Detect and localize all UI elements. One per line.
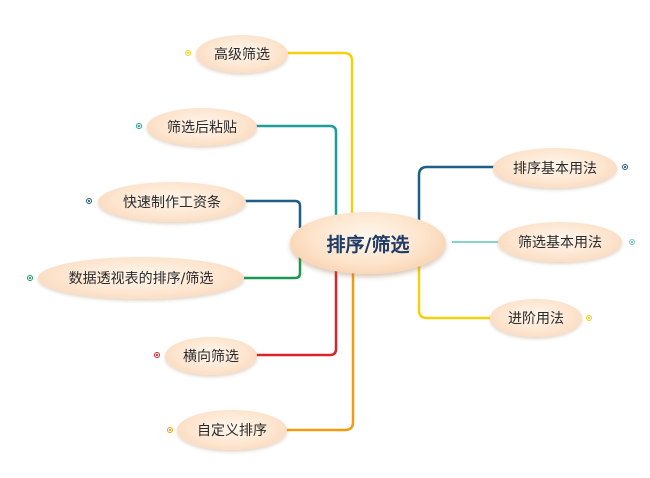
topic-horizontal-filter[interactable]: 横向筛选 <box>165 337 257 375</box>
topic-label: 横向筛选 <box>183 349 239 365</box>
expand-toggle-icon[interactable] <box>185 50 191 56</box>
connector-gaoji <box>285 51 354 235</box>
connector-shaixuanhou <box>254 124 338 235</box>
topic-label: 快速制作工资条 <box>123 195 221 211</box>
topic-pivot-sort-filter[interactable]: 数据透视表的排序/筛选 <box>38 257 244 299</box>
topic-label: 进阶用法 <box>508 311 564 327</box>
connector-toushibiao <box>243 255 302 280</box>
connector-hengxiang <box>254 262 338 357</box>
expand-toggle-icon[interactable] <box>167 427 173 433</box>
topic-paste-after-filter[interactable]: 筛选后粘贴 <box>147 108 257 146</box>
topic-quick-payroll-slip[interactable]: 快速制作工资条 <box>98 182 246 222</box>
central-topic-label: 排序/筛选 <box>326 233 410 256</box>
expand-toggle-icon[interactable] <box>27 275 33 281</box>
expand-toggle-icon[interactable] <box>586 315 592 321</box>
expand-toggle-icon[interactable] <box>154 352 160 358</box>
topic-advanced-usage[interactable]: 进阶用法 <box>490 299 582 337</box>
topic-label: 筛选基本用法 <box>518 235 602 251</box>
topic-label: 数据透视表的排序/筛选 <box>68 271 214 287</box>
topic-filter-basics[interactable]: 筛选基本用法 <box>498 222 622 262</box>
topic-sort-basics[interactable]: 排序基本用法 <box>493 148 617 188</box>
expand-toggle-icon[interactable] <box>136 123 142 129</box>
topic-label: 高级筛选 <box>214 47 270 63</box>
topic-advanced-filter[interactable]: 高级筛选 <box>196 35 288 73</box>
expand-toggle-icon[interactable] <box>622 164 628 170</box>
connector-paixujiben <box>417 165 496 224</box>
topic-label: 自定义排序 <box>197 423 267 439</box>
connector-gongzitiao <box>243 199 302 228</box>
expand-toggle-icon[interactable] <box>629 239 635 245</box>
topic-label: 筛选后粘贴 <box>167 120 237 136</box>
connector-zidingyi <box>285 262 355 432</box>
topic-label: 排序基本用法 <box>513 161 597 177</box>
topic-custom-sort[interactable]: 自定义排序 <box>177 410 287 450</box>
central-topic[interactable]: 排序/筛选 <box>290 212 446 274</box>
expand-toggle-icon[interactable] <box>86 198 92 204</box>
connector-jinjie <box>417 260 492 320</box>
